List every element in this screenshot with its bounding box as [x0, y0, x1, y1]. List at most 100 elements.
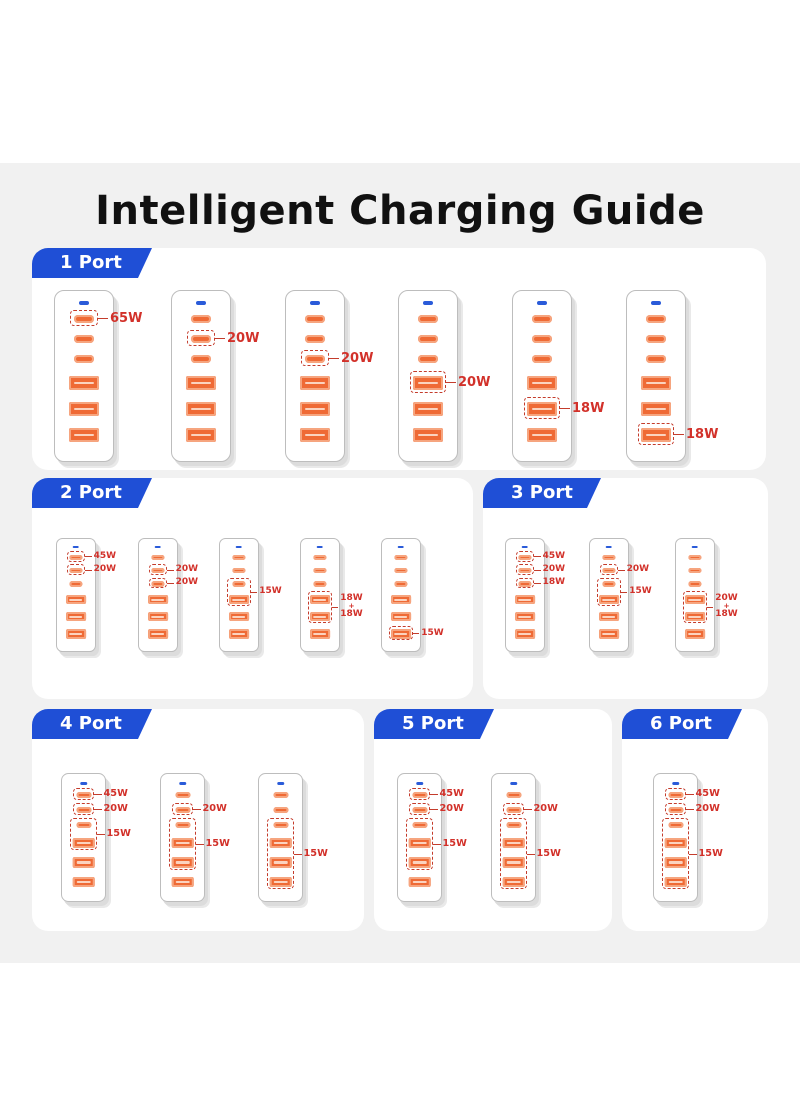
usb-a-port	[390, 595, 411, 605]
usb-c-port	[69, 581, 83, 587]
wattage-label: 20W	[542, 564, 566, 575]
label-leader-line	[706, 607, 714, 609]
usb-c-port	[151, 568, 165, 574]
usb-a-port	[514, 595, 535, 605]
usb-c-port	[668, 807, 683, 813]
indicator-led	[671, 781, 680, 785]
wattage-label: 15W	[536, 847, 561, 859]
usb-a-port	[186, 428, 216, 442]
usb-a-port	[309, 595, 330, 605]
usb-a-port	[684, 629, 705, 639]
usb-a-port	[413, 428, 443, 442]
usb-c-port	[668, 792, 683, 798]
wattage-label: 15W	[442, 838, 467, 849]
wattage-label: 15W	[205, 838, 230, 849]
usb-c-port	[518, 554, 532, 561]
charger	[589, 538, 629, 652]
charger	[258, 773, 303, 902]
usb-c-port	[175, 822, 190, 828]
usb-c-port	[418, 355, 438, 363]
port-highlight-box	[169, 818, 196, 870]
usb-c-port	[602, 568, 616, 574]
port-highlight-box	[301, 350, 329, 366]
usb-a-port	[527, 428, 557, 442]
label-leader-line	[98, 318, 108, 319]
usb-c-port	[76, 807, 91, 813]
wattage-label: 20W	[103, 803, 128, 815]
label-leader-line	[433, 843, 441, 845]
charger	[653, 773, 698, 902]
usb-c-port	[74, 335, 94, 343]
usb-c-port	[506, 822, 521, 828]
charger	[219, 538, 259, 652]
usb-c-port	[646, 335, 666, 343]
indicator-led	[509, 781, 518, 785]
label-leader-line	[560, 408, 570, 409]
port-highlight-box	[524, 397, 560, 419]
charger	[398, 290, 458, 462]
usb-c-port	[418, 335, 438, 343]
wattage-value: 18W	[340, 608, 363, 619]
usb-c-port	[532, 335, 552, 343]
port-highlight-box	[599, 564, 619, 575]
usb-c-port	[518, 581, 532, 587]
port-highlight-box	[70, 818, 97, 851]
usb-a-port	[171, 837, 194, 849]
page-title: Intelligent Charging Guide	[95, 188, 705, 234]
usb-a-port	[147, 612, 168, 622]
label-leader-line	[620, 591, 628, 593]
wattage-label: 45W	[93, 550, 117, 561]
indicator-led	[196, 301, 206, 305]
usb-a-port	[502, 857, 525, 868]
wattage-value: 18W	[340, 593, 363, 604]
charger	[381, 538, 421, 652]
usb-c-port	[313, 568, 327, 574]
label-leader-line	[215, 338, 225, 339]
usb-a-port	[413, 376, 443, 390]
indicator-led	[178, 781, 187, 785]
usb-a-port	[514, 612, 535, 622]
wattage-label: 20W	[458, 374, 491, 390]
indicator-led	[605, 545, 613, 549]
label-leader-line	[674, 434, 684, 435]
wattage-label: 15W	[259, 586, 282, 597]
wattage-label: 15W	[698, 847, 723, 859]
wattage-label: 20W	[175, 564, 199, 575]
port-highlight-box	[409, 803, 430, 815]
usb-c-port	[69, 568, 83, 574]
port-highlight-box	[596, 577, 621, 606]
usb-c-port	[305, 355, 325, 363]
label-leader-line	[527, 853, 535, 855]
wattage-label: 20W	[439, 803, 464, 815]
usb-c-port	[506, 792, 521, 798]
usb-a-port	[408, 876, 431, 888]
usb-a-port	[598, 629, 619, 639]
usb-c-port	[646, 355, 666, 363]
wattage-label: 45W	[695, 788, 720, 800]
label-leader-line	[686, 809, 694, 810]
usb-c-port	[602, 554, 616, 561]
indicator-led	[397, 545, 405, 549]
port-highlight-box	[70, 310, 98, 326]
port-highlight-box	[73, 803, 94, 815]
usb-c-port	[191, 335, 211, 343]
usb-a-port	[664, 857, 687, 868]
section-tab: 3 Port	[483, 478, 601, 508]
label-leader-line	[689, 853, 697, 855]
usb-a-port	[228, 595, 249, 605]
wattage-label: 20W	[175, 577, 199, 588]
usb-a-port	[300, 428, 330, 442]
wattage-label: 20W	[341, 350, 374, 366]
indicator-led	[72, 545, 80, 549]
indicator-led	[521, 545, 529, 549]
indicator-led	[691, 545, 699, 549]
usb-a-port	[228, 629, 249, 639]
usb-c-port	[232, 581, 246, 587]
indicator-led	[79, 301, 89, 305]
wattage-label: 20W+18W	[715, 594, 737, 618]
charger	[171, 290, 231, 462]
